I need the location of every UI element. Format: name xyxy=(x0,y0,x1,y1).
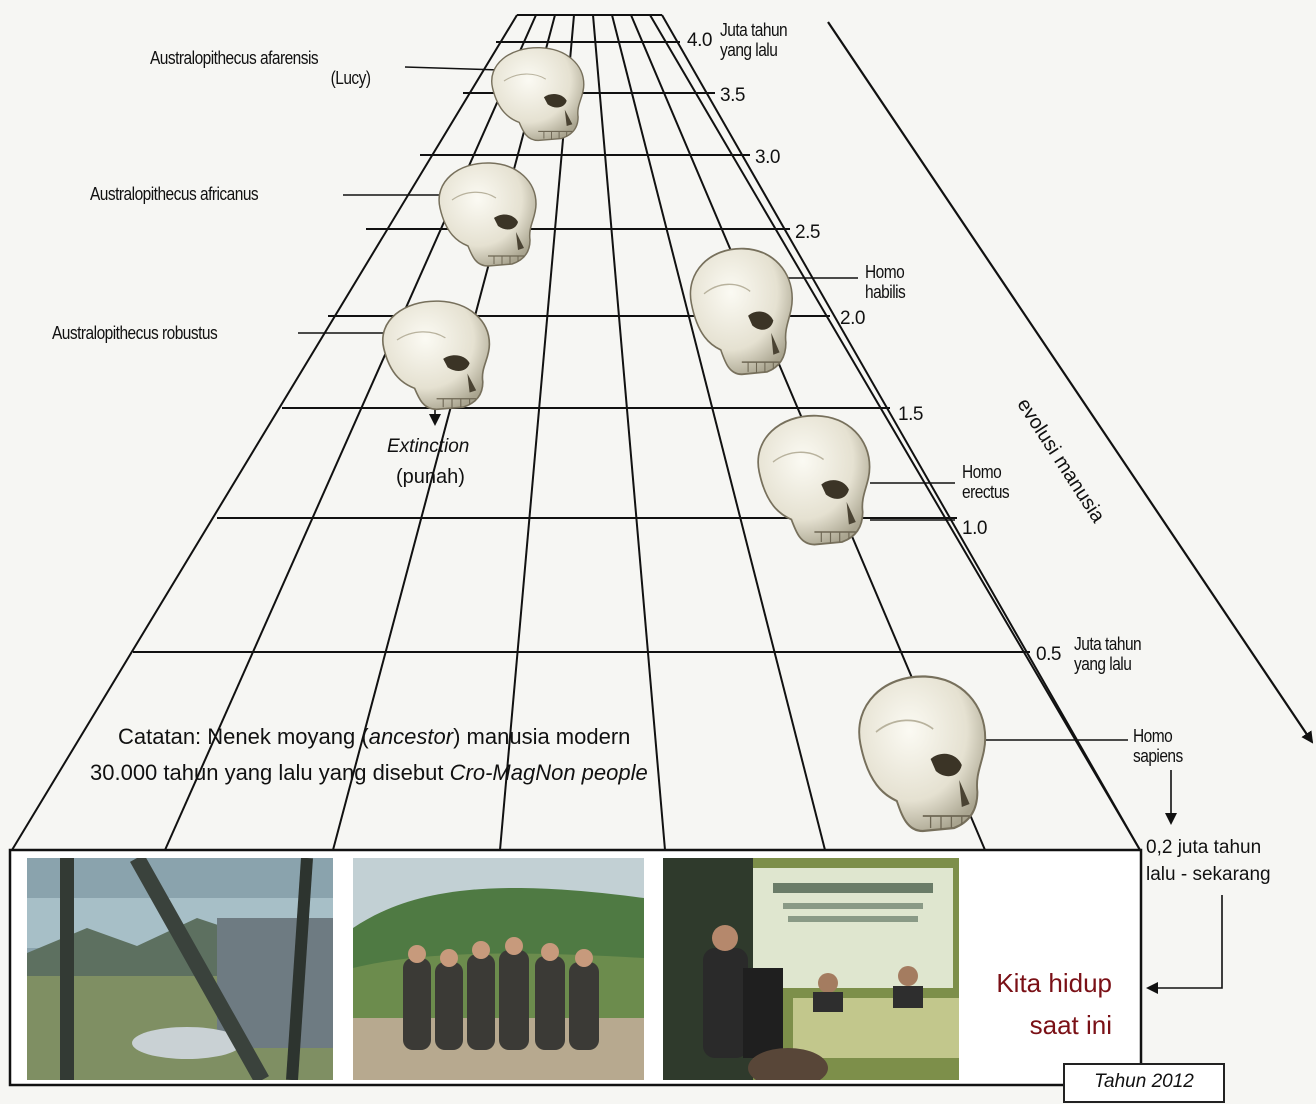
species-label-sapiens: Homo sapiens xyxy=(1133,726,1183,766)
present-label: 0,2 juta tahun lalu - sekarang xyxy=(1146,837,1271,885)
punah-label: (punah) xyxy=(396,466,465,488)
tick-label: 3.5 xyxy=(720,85,745,106)
species-label-robustus: Australopithecus robustus xyxy=(52,323,218,343)
species-label-afarensis: Australopithecus afarensis (Lucy) xyxy=(150,48,371,88)
species-label-erectus: Homo erectus xyxy=(962,462,1010,502)
skull-icon xyxy=(689,247,794,376)
tick-label: 4.0 xyxy=(687,30,712,51)
skulls xyxy=(381,46,987,833)
species-label-africanus: Australopithecus africanus xyxy=(90,184,259,204)
skull-icon xyxy=(491,46,585,142)
species-label-habilis: Homo habilis xyxy=(865,262,906,302)
airport-photo xyxy=(27,858,333,1080)
evolution-arrow xyxy=(827,21,1314,744)
skull-icon xyxy=(381,300,491,411)
top-unit-label: Juta tahun yang lalu xyxy=(720,20,788,60)
skull-icon xyxy=(438,162,537,267)
seminar-photo xyxy=(663,858,959,1080)
tick-label: 1.0 xyxy=(962,518,987,539)
skull-icon xyxy=(858,675,987,833)
leader-lines xyxy=(298,66,1223,994)
extinction-label: Extinction xyxy=(387,436,470,457)
tick-label: 0.5 xyxy=(1036,644,1061,665)
tick-label: 2.0 xyxy=(840,308,865,329)
tick-label: 1.5 xyxy=(898,404,923,425)
tick-label: 2.5 xyxy=(795,222,820,243)
present-connector xyxy=(1146,895,1223,994)
kita-hidup-label: Kita hidup saat ini xyxy=(996,968,1112,1040)
year-box: Tahun 2012 xyxy=(1063,1063,1225,1103)
skull-icon xyxy=(757,414,871,546)
ancestor-note: Catatan: Nenek moyang (ancestor) manusia… xyxy=(118,724,631,749)
tick-label: 3.0 xyxy=(755,147,780,168)
mid-unit-label: Juta tahun yang lalu xyxy=(1074,634,1142,674)
group-photo xyxy=(353,858,644,1080)
cromagnon-note: 30.000 tahun yang lalu yang disebut Cro-… xyxy=(90,760,648,785)
